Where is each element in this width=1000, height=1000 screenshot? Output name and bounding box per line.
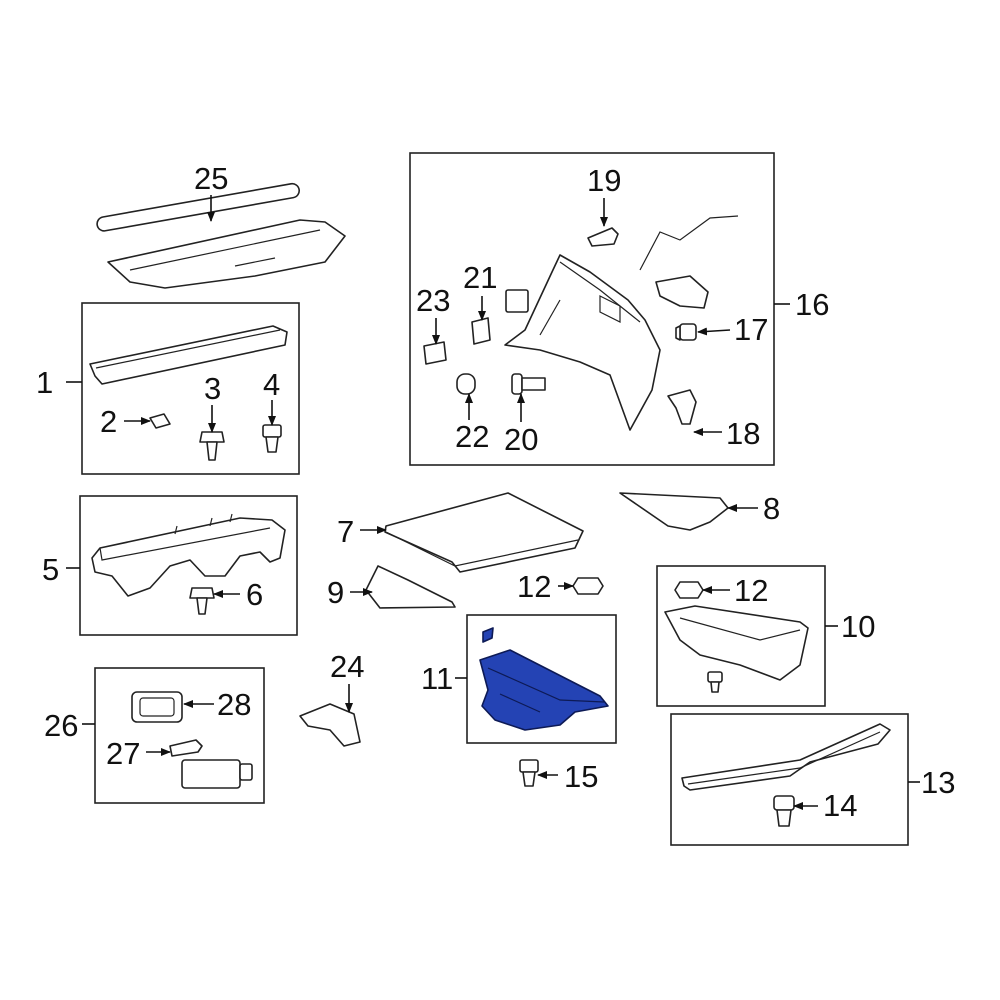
part-10-tray	[664, 605, 809, 681]
callout-27: 27	[106, 736, 140, 771]
part-2-clip	[149, 413, 171, 429]
group-box-11	[466, 614, 617, 744]
part-14-clip	[773, 795, 795, 827]
part-3-screw	[199, 431, 225, 461]
callout-6: 6	[246, 577, 263, 612]
callout-2: 2	[100, 404, 117, 439]
group-box-1	[81, 302, 300, 475]
callout-8: 8	[763, 491, 780, 526]
callout-22: 22	[455, 419, 489, 454]
callout-7: 7	[337, 514, 354, 549]
part-19-cap	[587, 227, 619, 247]
group-box-26	[94, 667, 265, 804]
part-11-storage-box	[479, 627, 609, 731]
part-27-bulb	[169, 739, 203, 757]
callout-14: 14	[823, 788, 857, 823]
part-21-clip	[471, 317, 491, 345]
part-16-harness	[639, 215, 739, 271]
callout-3: 3	[204, 371, 221, 406]
part-21-clip-b	[505, 289, 529, 313]
callout-17: 17	[734, 312, 768, 347]
part-22-cap	[456, 373, 476, 395]
callout-12-b: 12	[734, 573, 768, 608]
part-12-nut	[572, 577, 604, 595]
callout-12-a: 12	[517, 569, 551, 604]
group-box-16	[409, 152, 775, 466]
group-box-5	[79, 495, 298, 636]
part-24-bracket	[299, 703, 361, 747]
part-7-cargo-mat	[384, 492, 584, 573]
callout-24: 24	[330, 649, 364, 684]
part-15-clip	[519, 759, 539, 787]
callout-23: 23	[416, 283, 450, 318]
part-8-trim	[619, 492, 729, 531]
callout-13: 13	[921, 765, 955, 800]
callout-28: 28	[217, 687, 251, 722]
callout-5: 5	[42, 552, 59, 587]
callout-16: 16	[795, 287, 829, 322]
callout-20: 20	[504, 422, 538, 457]
part-10-clip	[707, 671, 723, 693]
callout-4: 4	[263, 367, 280, 402]
callout-10: 10	[841, 609, 875, 644]
part-26-lamp-housing	[181, 759, 253, 789]
part-13-sill-plate	[681, 723, 891, 791]
callout-1: 1	[36, 365, 53, 400]
callout-9: 9	[327, 575, 344, 610]
part-9-trim	[365, 565, 456, 609]
callout-19: 19	[587, 163, 621, 198]
group-box-10	[656, 565, 826, 707]
part-4-clip	[262, 424, 282, 453]
part-16-quarter-trim	[504, 254, 661, 431]
part-1-deck-board	[89, 325, 288, 385]
part-18-clip	[667, 389, 697, 425]
part-16-connector	[655, 275, 709, 309]
part-20-pin	[511, 373, 546, 395]
callout-26: 26	[44, 708, 78, 743]
part-17-bolt	[675, 323, 697, 341]
part-5-bracket	[91, 513, 286, 597]
part-23-clip	[423, 341, 447, 365]
callout-25: 25	[194, 161, 228, 196]
part-12-nut-b	[674, 581, 704, 599]
group-box-13	[670, 713, 909, 846]
part-6-bolt	[189, 587, 215, 615]
callout-18: 18	[726, 416, 760, 451]
part-28-lens	[131, 691, 183, 723]
part-25-tonneau-cover	[96, 182, 346, 289]
callout-15: 15	[564, 759, 598, 794]
callout-11: 11	[421, 661, 453, 696]
callout-21: 21	[463, 260, 497, 295]
